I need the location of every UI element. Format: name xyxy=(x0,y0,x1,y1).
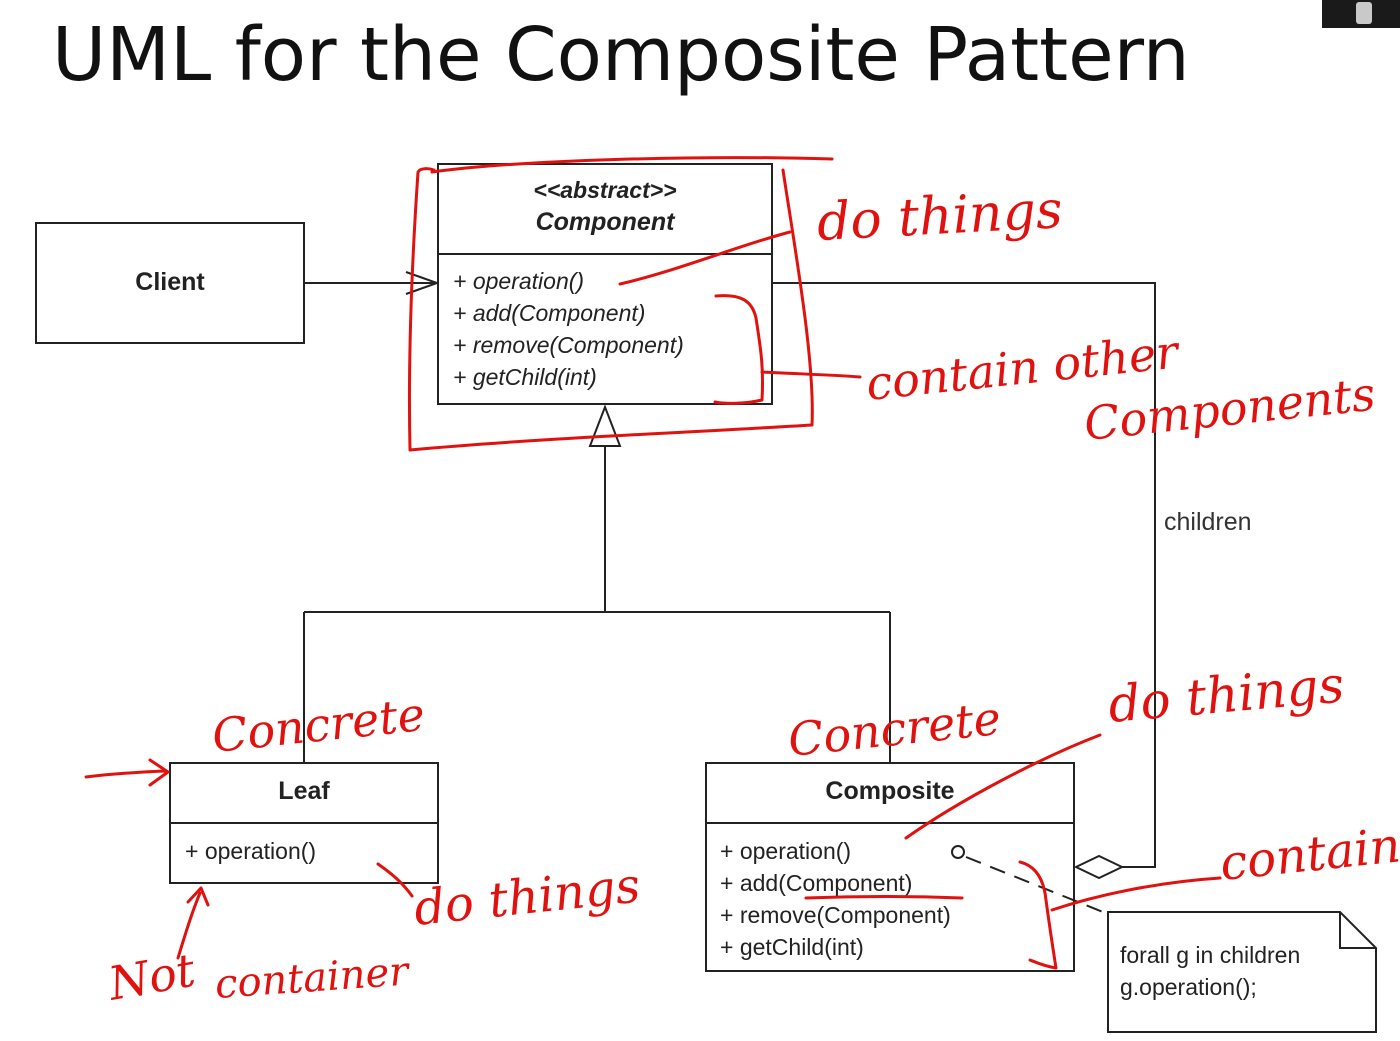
note-line: forall g in children xyxy=(1120,942,1300,968)
annotation-not: Not xyxy=(104,943,200,1011)
composite-do-things-line xyxy=(904,733,1102,840)
annotation-contain-composite: contain xyxy=(1217,817,1400,892)
children-aggregation: children xyxy=(772,282,1252,880)
client-component-association xyxy=(304,271,440,295)
composite-class-name: Composite xyxy=(825,777,954,805)
composite-method: + remove(Component) xyxy=(720,902,951,928)
note-connector xyxy=(951,845,1109,915)
operation-to-do-things-line xyxy=(618,230,792,286)
red-ink-annotations xyxy=(84,156,1222,970)
composite-method: + getChild(int) xyxy=(720,934,864,960)
presenter-face xyxy=(1356,2,1372,24)
component-class-name: Component xyxy=(536,208,677,236)
annotation-concrete-leaf: Concrete xyxy=(210,687,428,763)
note-line: g.operation(); xyxy=(1120,974,1257,1000)
composite-methods-bracket xyxy=(1018,860,1058,970)
client-class-name: Client xyxy=(135,268,205,296)
annotation-concrete-composite: Concrete xyxy=(786,691,1004,767)
component-highlight-outline xyxy=(407,156,834,452)
annotation-do-things-composite: do things xyxy=(1106,656,1346,734)
generalization-triangle xyxy=(588,404,622,447)
client-class: Client xyxy=(35,222,305,344)
aggregation-diamond xyxy=(1073,854,1125,880)
component-method: + add(Component) xyxy=(453,300,645,326)
component-underline xyxy=(804,895,964,900)
children-label: children xyxy=(1164,508,1252,536)
leaf-class-name: Leaf xyxy=(278,777,330,805)
bracket-to-contain-line-composite xyxy=(1050,876,1222,912)
not-to-leaf-arrow xyxy=(176,886,210,960)
component-method: + operation() xyxy=(453,268,584,294)
leaf-pointer-arrow xyxy=(84,758,170,787)
webcam-thumbnail xyxy=(1322,0,1400,28)
composite-method: + operation() xyxy=(720,838,851,864)
component-class: <<abstract>> Component + operation() + a… xyxy=(437,163,773,405)
leaf-method: + operation() xyxy=(185,838,316,864)
leaf-operation-tick xyxy=(376,862,414,898)
component-method: + getChild(int) xyxy=(453,364,597,390)
composite-method: + add(Component) xyxy=(720,870,912,896)
child-methods-bracket xyxy=(713,294,765,405)
operation-note: forall g in children g.operation(); xyxy=(1107,911,1377,1033)
annotation-do-things-leaf: do things xyxy=(411,858,642,937)
composite-class: Composite + operation() + add(Component)… xyxy=(705,762,1075,972)
component-method: + remove(Component) xyxy=(453,332,684,358)
leaf-class: Leaf + operation() xyxy=(169,762,439,884)
annotation-container: container xyxy=(213,948,412,1008)
bracket-to-contain-line xyxy=(760,370,862,379)
slide-title: UML for the Composite Pattern xyxy=(52,12,1190,98)
component-stereotype: <<abstract>> xyxy=(533,177,676,203)
annotation-do-things-top: do things xyxy=(816,180,1064,253)
